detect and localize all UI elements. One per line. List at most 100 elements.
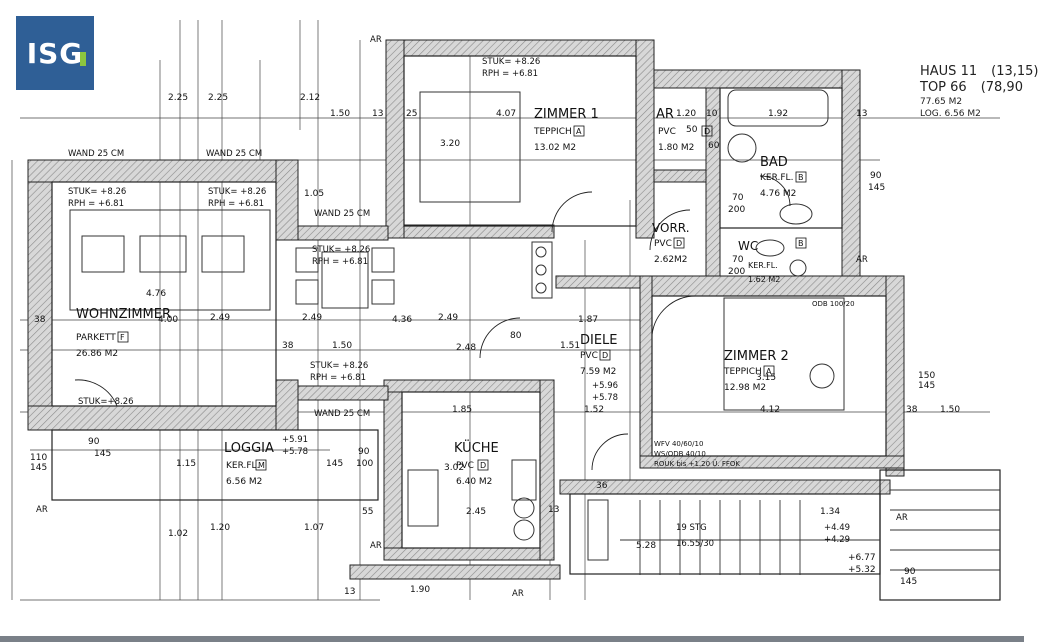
room-name-loggia: LOGGIA [224,441,274,456]
rph-label: RPH = +6.81 [68,199,124,209]
stuk-label: STUK=+8.26 [78,397,134,407]
door-swings [74,175,791,471]
room-floor-loggia: KER.FL. [226,461,259,471]
dimension-numbers: 1.50 13 25 4.07 3.20 1.20 50 10 60 1.92 … [30,93,960,597]
room-code-loggia: M [258,461,265,470]
window-note: ODB 100/20 [812,300,855,308]
dim: 1.90 [410,585,430,595]
annotations: STUK= +8.26 RPH = +6.81 STUK= +8.26 RPH … [36,35,908,599]
level-label: +5.78 [282,447,308,457]
dim: 1.20 [676,109,696,119]
dim: 3.15 [756,373,776,383]
dim: 1.92 [768,109,788,119]
haus-value: (13,15) [991,64,1039,79]
room-area-kueche: 6.40 M2 [456,477,492,487]
logo-text: ISG [26,36,84,70]
room-floor-zimmer2: TEPPICH [723,367,762,377]
room-area-zimmer2: 12.98 M2 [724,383,766,393]
dim: 150 [918,371,935,381]
stair-count: 19 STG [676,523,707,533]
dim: 2.25 [208,93,228,103]
level-label: +5.91 [282,435,308,445]
dim: 110 [30,453,47,463]
room-name-wohnzimmer: WOHNZIMMER [76,307,171,322]
room-name-wc: WC [738,239,758,253]
room-area-vorr: 2.62M2 [654,255,688,265]
dim: 3.20 [440,139,460,149]
level-label: +5.96 [592,381,618,391]
dim: 1.50 [330,109,350,119]
isg-logo: ISG [16,16,94,90]
rph-label: RPH = +6.81 [310,373,366,383]
room-name-vorr: VORR. [652,221,690,235]
dim: 200 [728,267,745,277]
dim: 1.50 [332,341,352,351]
dim: 145 [868,183,885,193]
top-row: TOP 66(78,90 [920,80,1039,96]
dim: 2.25 [168,93,188,103]
dim: 1.50 [940,405,960,415]
dim: 90 [88,437,100,447]
dim: 2.49 [438,313,458,323]
room-floor-wc: KER.FL. [748,261,778,270]
rph-label: RPH = +6.81 [312,257,368,267]
dim: 4.12 [760,405,780,415]
room-name-zimmer2: ZIMMER 2 [724,349,789,364]
dim: 1.07 [304,523,324,533]
room-name-diele: DIELE [580,333,618,348]
room-code-vorr: D [676,239,682,248]
dim: 1.02 [168,529,188,539]
dim: 1.85 [452,405,472,415]
dim: 25 [406,109,417,119]
dim: 145 [918,381,935,391]
room-code-wohnzimmer: F [120,333,125,342]
dim: 145 [94,449,111,459]
room-floor-zimmer1: TEPPICH [533,127,572,137]
dim: 1.05 [304,189,324,199]
dim: 145 [326,459,343,469]
unit-info: HAUS 11(13,15) TOP 66(78,90 77.65 M2 LOG… [920,64,1039,120]
room-area-ar: 1.80 M2 [658,143,694,153]
dim: 1.52 [584,405,604,415]
dim: 4.76 [146,289,166,299]
room-area-wohnzimmer: 26.86 M2 [76,349,118,359]
dim: 3.02 [444,463,464,473]
dim: 1.51 [560,341,580,351]
room-code-ar: D [704,127,710,136]
room-code-wc: B [798,239,804,248]
ar-label: AR [370,35,382,45]
dim: 10 [706,109,718,119]
room-code-zimmer1: A [576,127,582,136]
dim: 50 [686,125,698,135]
stuk-label: STUK= +8.26 [208,187,266,197]
dim: 70 [732,255,744,265]
room-area-wc: 1.62 M2 [748,275,780,284]
dim: 38 [282,341,294,351]
dim: 13 [372,109,383,119]
dim: 2.12 [300,93,320,103]
top-label: TOP 66 [920,80,967,95]
room-floor-bad: KER.FL. [760,173,793,183]
level-label: +5.78 [592,393,618,403]
window-note: WFV 40/60/10 [654,440,703,448]
dim: 36 [596,481,608,491]
dim: 55 [362,507,373,517]
ar-label: AR [36,505,48,515]
room-name-ar: AR [656,107,674,122]
level-label: +4.29 [824,535,850,545]
dim: 70 [732,193,744,203]
room-floor-ar: PVC [658,127,676,137]
dim: 13 [856,109,867,119]
room-outlines [51,55,1001,601]
level-label: +4.49 [824,523,850,533]
walls [27,39,905,580]
area-loggia: LOG. 6.56 M2 [920,109,981,119]
dim: +5.32 [848,565,876,575]
stuk-label: STUK= +8.26 [310,361,368,371]
room-name-bad: BAD [760,155,788,170]
haus-row: HAUS 11 (13,15) [920,64,1039,80]
haus-label: HAUS 11 [920,64,978,79]
dim: 2.45 [466,507,486,517]
room-area-zimmer1: 13.02 M2 [534,143,576,153]
